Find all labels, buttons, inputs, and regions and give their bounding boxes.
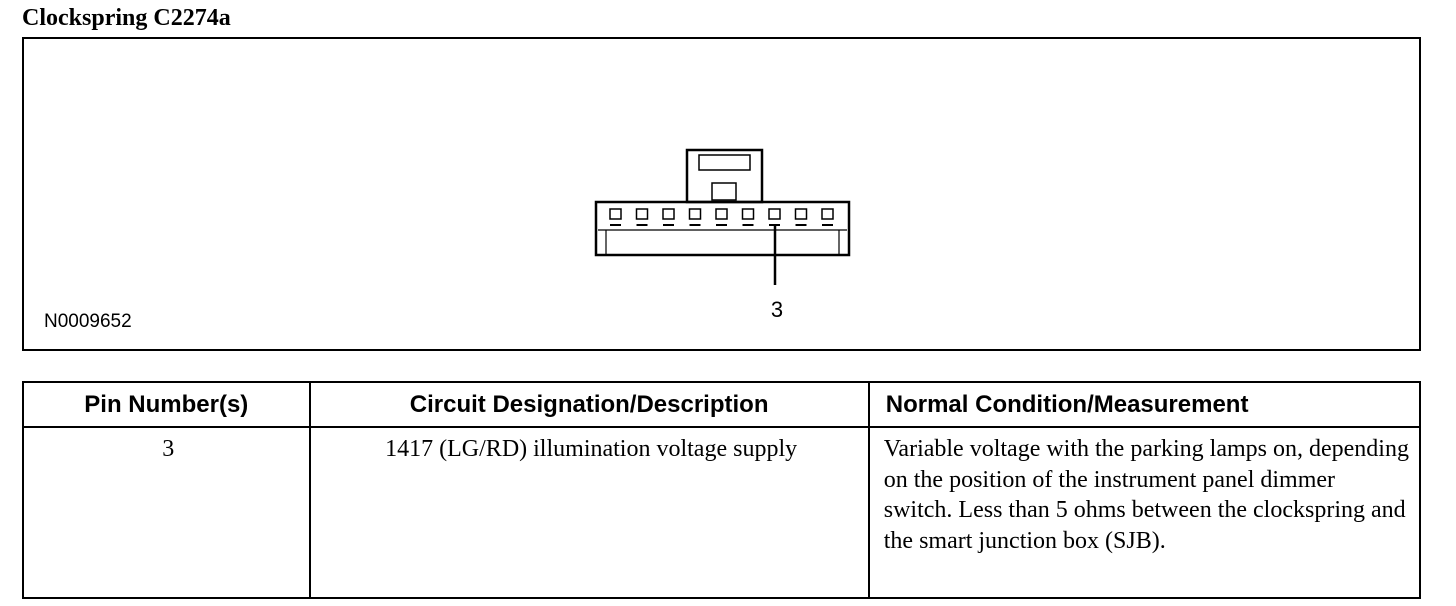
header-normal-condition: Normal Condition/Measurement bbox=[867, 381, 1422, 428]
connector-figure: N0009652 3 bbox=[22, 37, 1421, 351]
pin-cavity bbox=[688, 208, 702, 220]
condition-measurement-cell: Variable voltage with the parking lamps … bbox=[867, 426, 1422, 599]
pin-cavity bbox=[794, 208, 808, 220]
pin-number-cell: 3 bbox=[22, 426, 311, 599]
pin-cavity bbox=[662, 208, 675, 220]
pin-cavities bbox=[609, 208, 834, 226]
table-row: 3 1417 (LG/RD) illumination voltage supp… bbox=[22, 426, 1422, 599]
page-title: Clockspring C2274a bbox=[22, 5, 231, 31]
pin-cavity bbox=[741, 208, 755, 220]
pin-callout-label: 3 bbox=[770, 297, 784, 322]
lock-tab-latch bbox=[711, 182, 737, 201]
pin-cavity bbox=[609, 208, 622, 220]
figure-id: N0009652 bbox=[44, 311, 132, 332]
header-circuit-designation: Circuit Designation/Description bbox=[308, 381, 870, 428]
connector-body bbox=[594, 200, 851, 257]
connector-face-drawing bbox=[594, 148, 851, 285]
pin-cavity bbox=[821, 208, 834, 220]
circuit-description-cell: 1417 (LG/RD) illumination voltage supply bbox=[308, 426, 870, 599]
lock-tab-window bbox=[698, 154, 751, 171]
pinout-table: Pin Number(s) Circuit Designation/Descri… bbox=[22, 381, 1422, 599]
pin-cavity bbox=[715, 208, 728, 220]
pin-cavity bbox=[768, 208, 781, 220]
header-pin-numbers: Pin Number(s) bbox=[22, 381, 311, 428]
pin-cavity bbox=[635, 208, 649, 220]
table-header-row: Pin Number(s) Circuit Designation/Descri… bbox=[22, 381, 1422, 428]
